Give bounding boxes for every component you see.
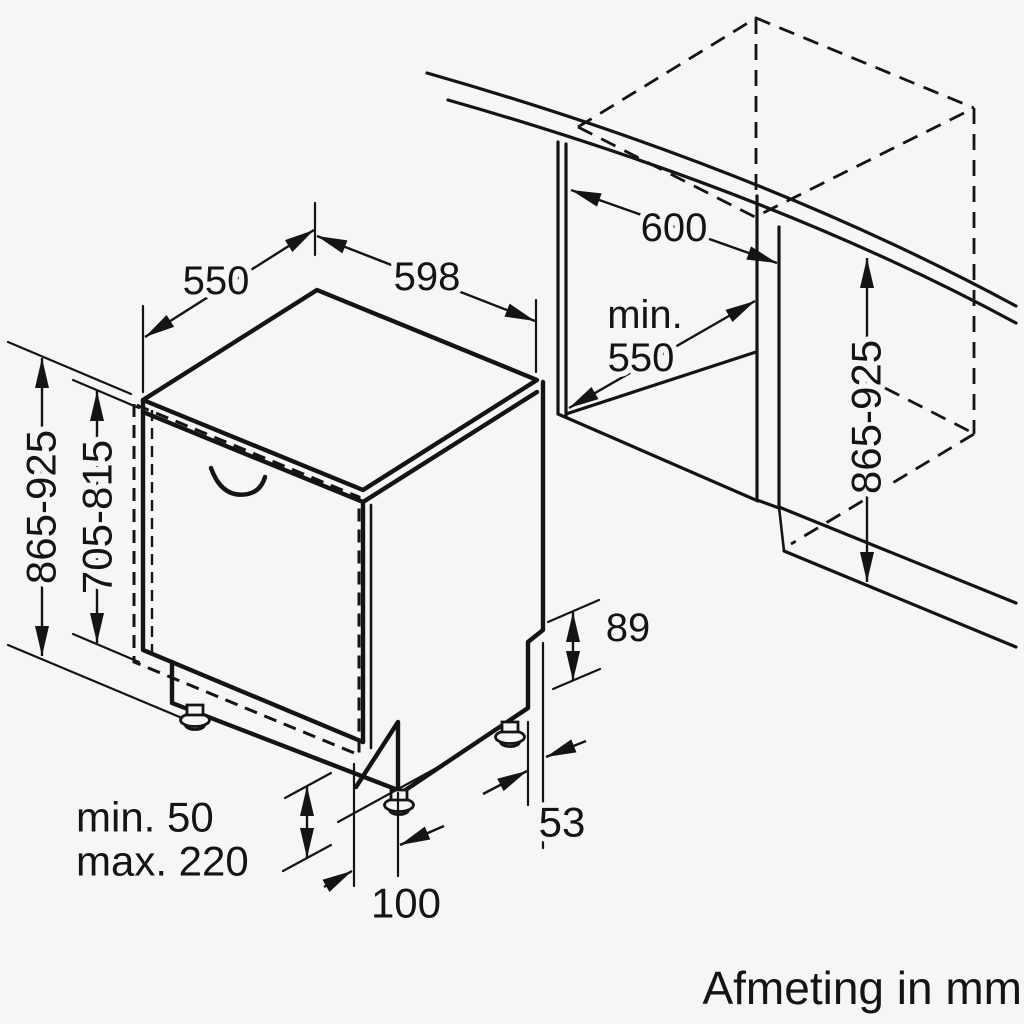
dim-top-depth [144,228,315,339]
label-niche-depth-min: min. [607,293,683,337]
dim-top-width [316,234,536,323]
dim-niche-depth [568,299,756,410]
extension-lines [6,201,602,888]
label-niche-height-right: 865-925 [843,340,890,494]
door-handle-recess [208,465,268,497]
label-plinth-min: min. 50 [76,794,214,841]
label-top-depth: 550 [183,259,250,303]
label-niche-width: 600 [641,206,708,250]
label-rear-step: 89 [606,606,651,650]
niche-volume-dashed-box [577,16,976,546]
dim-plinth-depth-arrow-left [322,869,353,892]
worktop [425,71,1018,325]
dim-foot-offset-arrow-left [482,769,528,796]
label-top-width: 598 [394,255,461,299]
adjustable-feet [179,703,526,816]
dimension-labels: 550 598 600 min. 550 865-925 865-925 705… [12,201,1024,1020]
label-plinth-max: max. 220 [76,838,249,885]
dim-plinth-depth-arrow-right [399,824,445,847]
label-niche-depth-value: 550 [608,336,675,380]
furniture-door-panel-dashed [132,401,361,758]
dim-foot-offset-arrow-right [545,739,587,759]
label-appliance-height: 865-925 [18,430,65,584]
label-plinth-depth: 100 [371,880,441,927]
niche-right-panel [755,194,1018,649]
dimension-lines [35,188,874,892]
label-door-panel-height: 705-815 [74,440,121,594]
dim-niche-width [570,188,778,265]
front-left-foot [179,703,211,731]
caption-units: Afmeting in mm [702,962,1022,1014]
right-side-foot [494,720,526,748]
label-foot-offset: 53 [539,799,586,846]
dishwasher-body [140,287,546,798]
